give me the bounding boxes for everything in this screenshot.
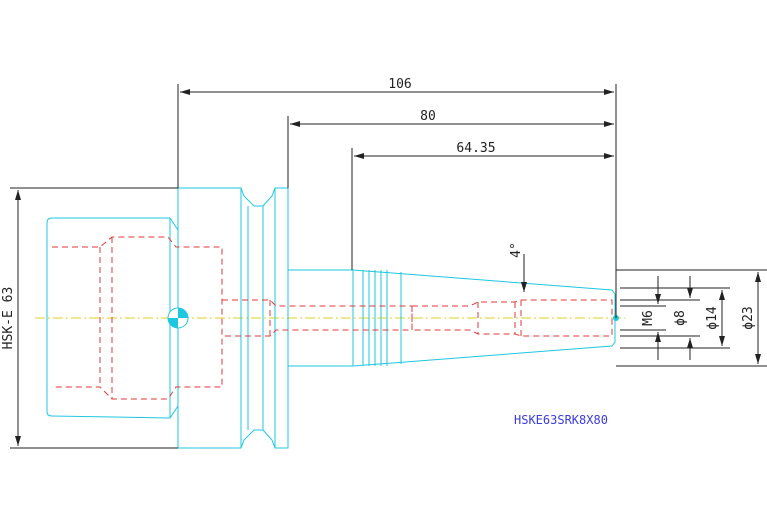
section-marker-icon xyxy=(167,307,619,329)
dia-23-label: ϕ23 xyxy=(741,306,756,329)
extension-lines xyxy=(177,84,617,318)
hsk-label: HSK-E 63 xyxy=(1,287,16,350)
dim-106-label: 106 xyxy=(388,77,411,92)
dimension-dia-14: ϕ14 xyxy=(705,290,725,346)
dia-14-label: ϕ14 xyxy=(705,306,720,330)
dimension-hsk: HSK-E 63 xyxy=(1,187,178,449)
dim-64-35-label: 64.35 xyxy=(456,141,495,156)
dimension-dia-23: ϕ23 xyxy=(741,272,761,364)
thread-label: M6 xyxy=(641,310,656,326)
dim-80-label: 80 xyxy=(420,109,436,124)
flange-outline xyxy=(177,187,289,449)
dimension-angle: 4° xyxy=(509,242,527,292)
hidden-bore-lines xyxy=(52,236,613,400)
dimension-64-35: 64.35 xyxy=(354,141,614,159)
angle-label: 4° xyxy=(509,242,524,258)
dimension-dia-8: ϕ8 xyxy=(673,276,693,360)
dimension-80: 80 xyxy=(290,109,614,127)
dia-8-label: ϕ8 xyxy=(673,310,688,326)
part-number-label: HSKE63SRK8X80 xyxy=(514,413,608,427)
dimension-m6: M6 xyxy=(641,276,661,360)
dimension-106: 106 xyxy=(180,77,614,95)
dimension-right-extensions xyxy=(616,269,767,367)
